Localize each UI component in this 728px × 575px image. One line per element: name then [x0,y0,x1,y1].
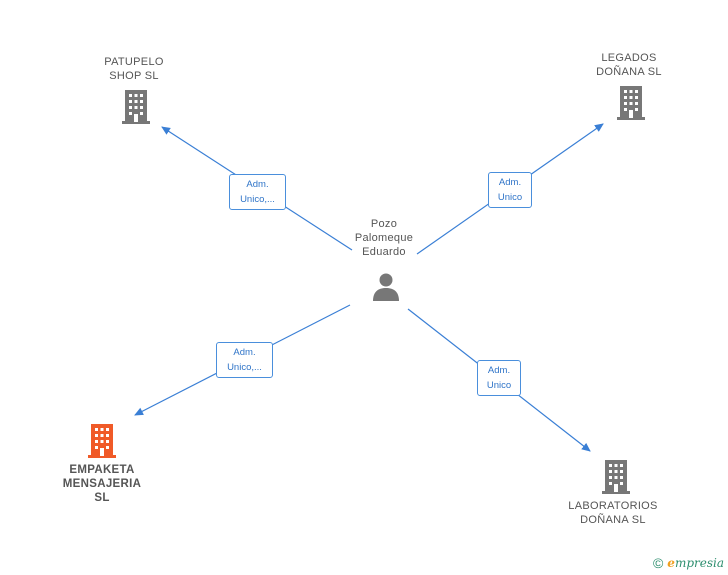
relation-label-empaketa[interactable]: Adm. Unico,... [216,342,273,378]
person-icon[interactable] [371,272,401,302]
logo-initial: e [667,556,675,570]
building-icon[interactable] [120,90,152,124]
node-label-legados[interactable]: LEGADOS DOÑANA SL [579,51,679,79]
node-label-line: DOÑANA SL [580,514,646,526]
relation-label-laboratorios[interactable]: Adm. Unico [477,360,521,396]
relation-line: Adm. [487,365,511,376]
relation-line: Unico,... [240,194,275,205]
relation-line: Unico,... [227,362,262,373]
relation-label-patupelo[interactable]: Adm. Unico,... [229,174,286,210]
relation-line: Adm. [246,179,269,190]
relation-label-legados[interactable]: Adm. Unico [488,172,532,208]
node-label-empaketa[interactable]: EMPAKETA MENSAJERIA SL [52,463,152,505]
relation-line: Unico [497,192,523,203]
center-name-line-1: Pozo [370,218,398,230]
node-label-line: MENSAJERIA [62,478,142,490]
copyright-icon: © [652,555,664,571]
node-label-line: PATUPELO [104,56,164,68]
node-label-laboratorios[interactable]: LABORATORIOS DOÑANA SL [563,499,663,527]
relation-line: Adm. [498,177,522,188]
node-label-line: LEGADOS [601,52,657,64]
node-label-line: SL [94,492,110,504]
relation-line: Adm. [233,347,256,358]
logo-text: mpresia [674,556,724,570]
center-person-label: Pozo Palomeque Eduardo [334,217,434,259]
node-label-line: SHOP SL [109,70,159,82]
node-label-patupelo[interactable]: PATUPELO SHOP SL [84,55,184,83]
center-name-line-2: Palomeque [354,232,414,244]
node-label-line: DOÑANA SL [596,66,662,78]
relation-line: Unico [486,380,512,391]
building-icon[interactable] [615,86,647,120]
empresia-logo[interactable]: empresia [667,556,724,570]
footer-brand: © empresia [653,555,724,571]
node-label-line: LABORATORIOS [568,500,658,512]
node-label-line: EMPAKETA [69,464,135,476]
building-icon[interactable] [86,424,118,458]
building-icon[interactable] [600,460,632,494]
center-name-line-3: Eduardo [362,246,406,258]
